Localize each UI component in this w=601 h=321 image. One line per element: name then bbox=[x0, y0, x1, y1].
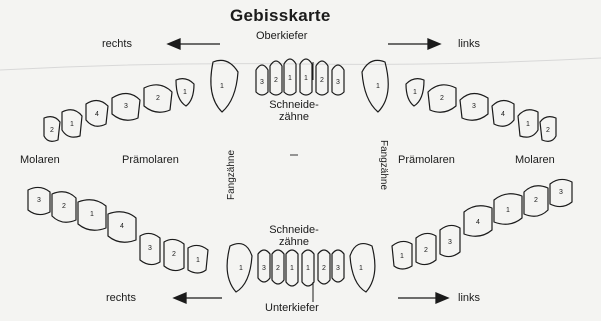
num-upper-left-m2: 2 bbox=[546, 127, 550, 134]
num-upper-incisor-1-right: 1 bbox=[288, 75, 292, 82]
num-lower-right-4: 4 bbox=[120, 223, 124, 230]
num-lower-right-m3: 3 bbox=[37, 197, 41, 204]
num-lower-left-4: 4 bbox=[476, 219, 480, 226]
num-lower-right-m2: 2 bbox=[62, 203, 66, 210]
num-lower-left-m1: 1 bbox=[506, 207, 510, 214]
num-lower-incisor-3-right: 3 bbox=[262, 265, 266, 272]
num-upper-incisor-1-left: 1 bbox=[304, 75, 308, 82]
num-upper-incisor-3-right: 3 bbox=[260, 79, 264, 86]
num-upper-right-2: 2 bbox=[156, 95, 160, 102]
num-lower-left-2: 2 bbox=[424, 247, 428, 254]
num-upper-canine-left: 1 bbox=[376, 83, 380, 90]
arrow-left-top-icon bbox=[168, 39, 220, 49]
lower-left-cheek-teeth bbox=[392, 179, 572, 269]
lower-incisors bbox=[258, 250, 344, 286]
num-upper-left-1: 1 bbox=[413, 89, 417, 96]
num-upper-right-m2: 2 bbox=[50, 127, 54, 134]
tooth-number-labels: 3 2 1 1 2 3 1 1 1 2 3 4 1 2 1 2 3 4 1 2 … bbox=[37, 75, 563, 272]
num-upper-right-1: 1 bbox=[183, 89, 187, 96]
num-upper-left-m1: 1 bbox=[526, 121, 530, 128]
num-upper-right-m1: 1 bbox=[70, 121, 74, 128]
upper-left-cheek-teeth bbox=[406, 79, 556, 142]
num-lower-right-3: 3 bbox=[148, 245, 152, 252]
num-lower-right-m1: 1 bbox=[90, 211, 94, 218]
num-lower-canine-left: 1 bbox=[359, 265, 363, 272]
num-lower-incisor-3-left: 3 bbox=[336, 265, 340, 272]
num-upper-incisor-3-left: 3 bbox=[336, 79, 340, 86]
num-lower-right-1: 1 bbox=[196, 257, 200, 264]
upper-right-cheek-teeth bbox=[44, 79, 194, 142]
lower-right-cheek-teeth bbox=[28, 187, 208, 273]
num-lower-incisor-2-right: 2 bbox=[276, 265, 280, 272]
arrow-right-bottom-icon bbox=[398, 293, 448, 303]
num-lower-left-3: 3 bbox=[448, 239, 452, 246]
num-lower-left-m3: 3 bbox=[559, 189, 563, 196]
num-lower-left-1: 1 bbox=[400, 253, 404, 260]
num-lower-incisor-2-left: 2 bbox=[322, 265, 326, 272]
num-lower-incisor-1-left: 1 bbox=[306, 265, 310, 272]
num-upper-right-4: 4 bbox=[95, 111, 99, 118]
num-upper-right-3: 3 bbox=[124, 103, 128, 110]
arrow-left-bottom-icon bbox=[174, 293, 222, 303]
num-upper-left-2: 2 bbox=[440, 95, 444, 102]
num-lower-left-m2: 2 bbox=[534, 197, 538, 204]
num-upper-incisor-2-right: 2 bbox=[274, 77, 278, 84]
num-lower-canine-right: 1 bbox=[239, 265, 243, 272]
num-upper-canine-right: 1 bbox=[220, 83, 224, 90]
num-upper-incisor-2-left: 2 bbox=[320, 77, 324, 84]
num-lower-right-2: 2 bbox=[172, 251, 176, 258]
num-upper-left-4: 4 bbox=[501, 111, 505, 118]
num-upper-left-3: 3 bbox=[472, 103, 476, 110]
tooth-upper-canine-right bbox=[211, 60, 238, 112]
num-lower-incisor-1-right: 1 bbox=[290, 265, 294, 272]
arrow-right-top-icon bbox=[388, 39, 440, 49]
